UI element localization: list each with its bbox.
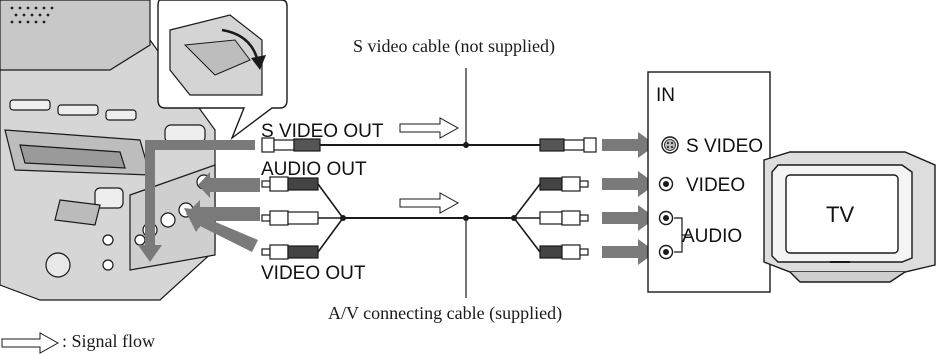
audio-jacks	[658, 210, 674, 260]
tv-label: TV	[826, 202, 854, 227]
s-video-cable	[261, 137, 597, 153]
inset-callout	[157, 0, 288, 141]
video-out-label: VIDEO OUT	[261, 263, 366, 284]
camera-flow-arrows	[138, 140, 260, 262]
signal-flow-arrow-svideo	[399, 117, 460, 139]
s-video-jack	[661, 136, 679, 154]
legend-label: : Signal flow	[62, 331, 155, 351]
tv-input-arrows	[602, 132, 656, 265]
av-plugs-right	[539, 176, 589, 260]
audio-out-label: AUDIO OUT	[261, 159, 367, 180]
signal-flow-arrow-av	[399, 192, 460, 214]
s-video-cable-label: S video cable (not supplied)	[353, 36, 555, 57]
video-jack	[658, 176, 674, 192]
s-video-in-label: S VIDEO	[686, 136, 763, 157]
av-cable-label: A/V connecting cable (supplied)	[328, 303, 562, 324]
legend-signal-flow-icon	[1, 332, 60, 354]
in-label: IN	[656, 85, 675, 106]
tv-illustration	[763, 151, 936, 283]
av-plugs-left	[261, 176, 319, 260]
s-video-out-label: S VIDEO OUT	[261, 121, 384, 142]
audio-in-label: AUDIO	[682, 226, 742, 247]
av-cable	[317, 183, 541, 253]
audio-bracket	[674, 217, 690, 253]
video-in-label: VIDEO	[686, 175, 745, 196]
